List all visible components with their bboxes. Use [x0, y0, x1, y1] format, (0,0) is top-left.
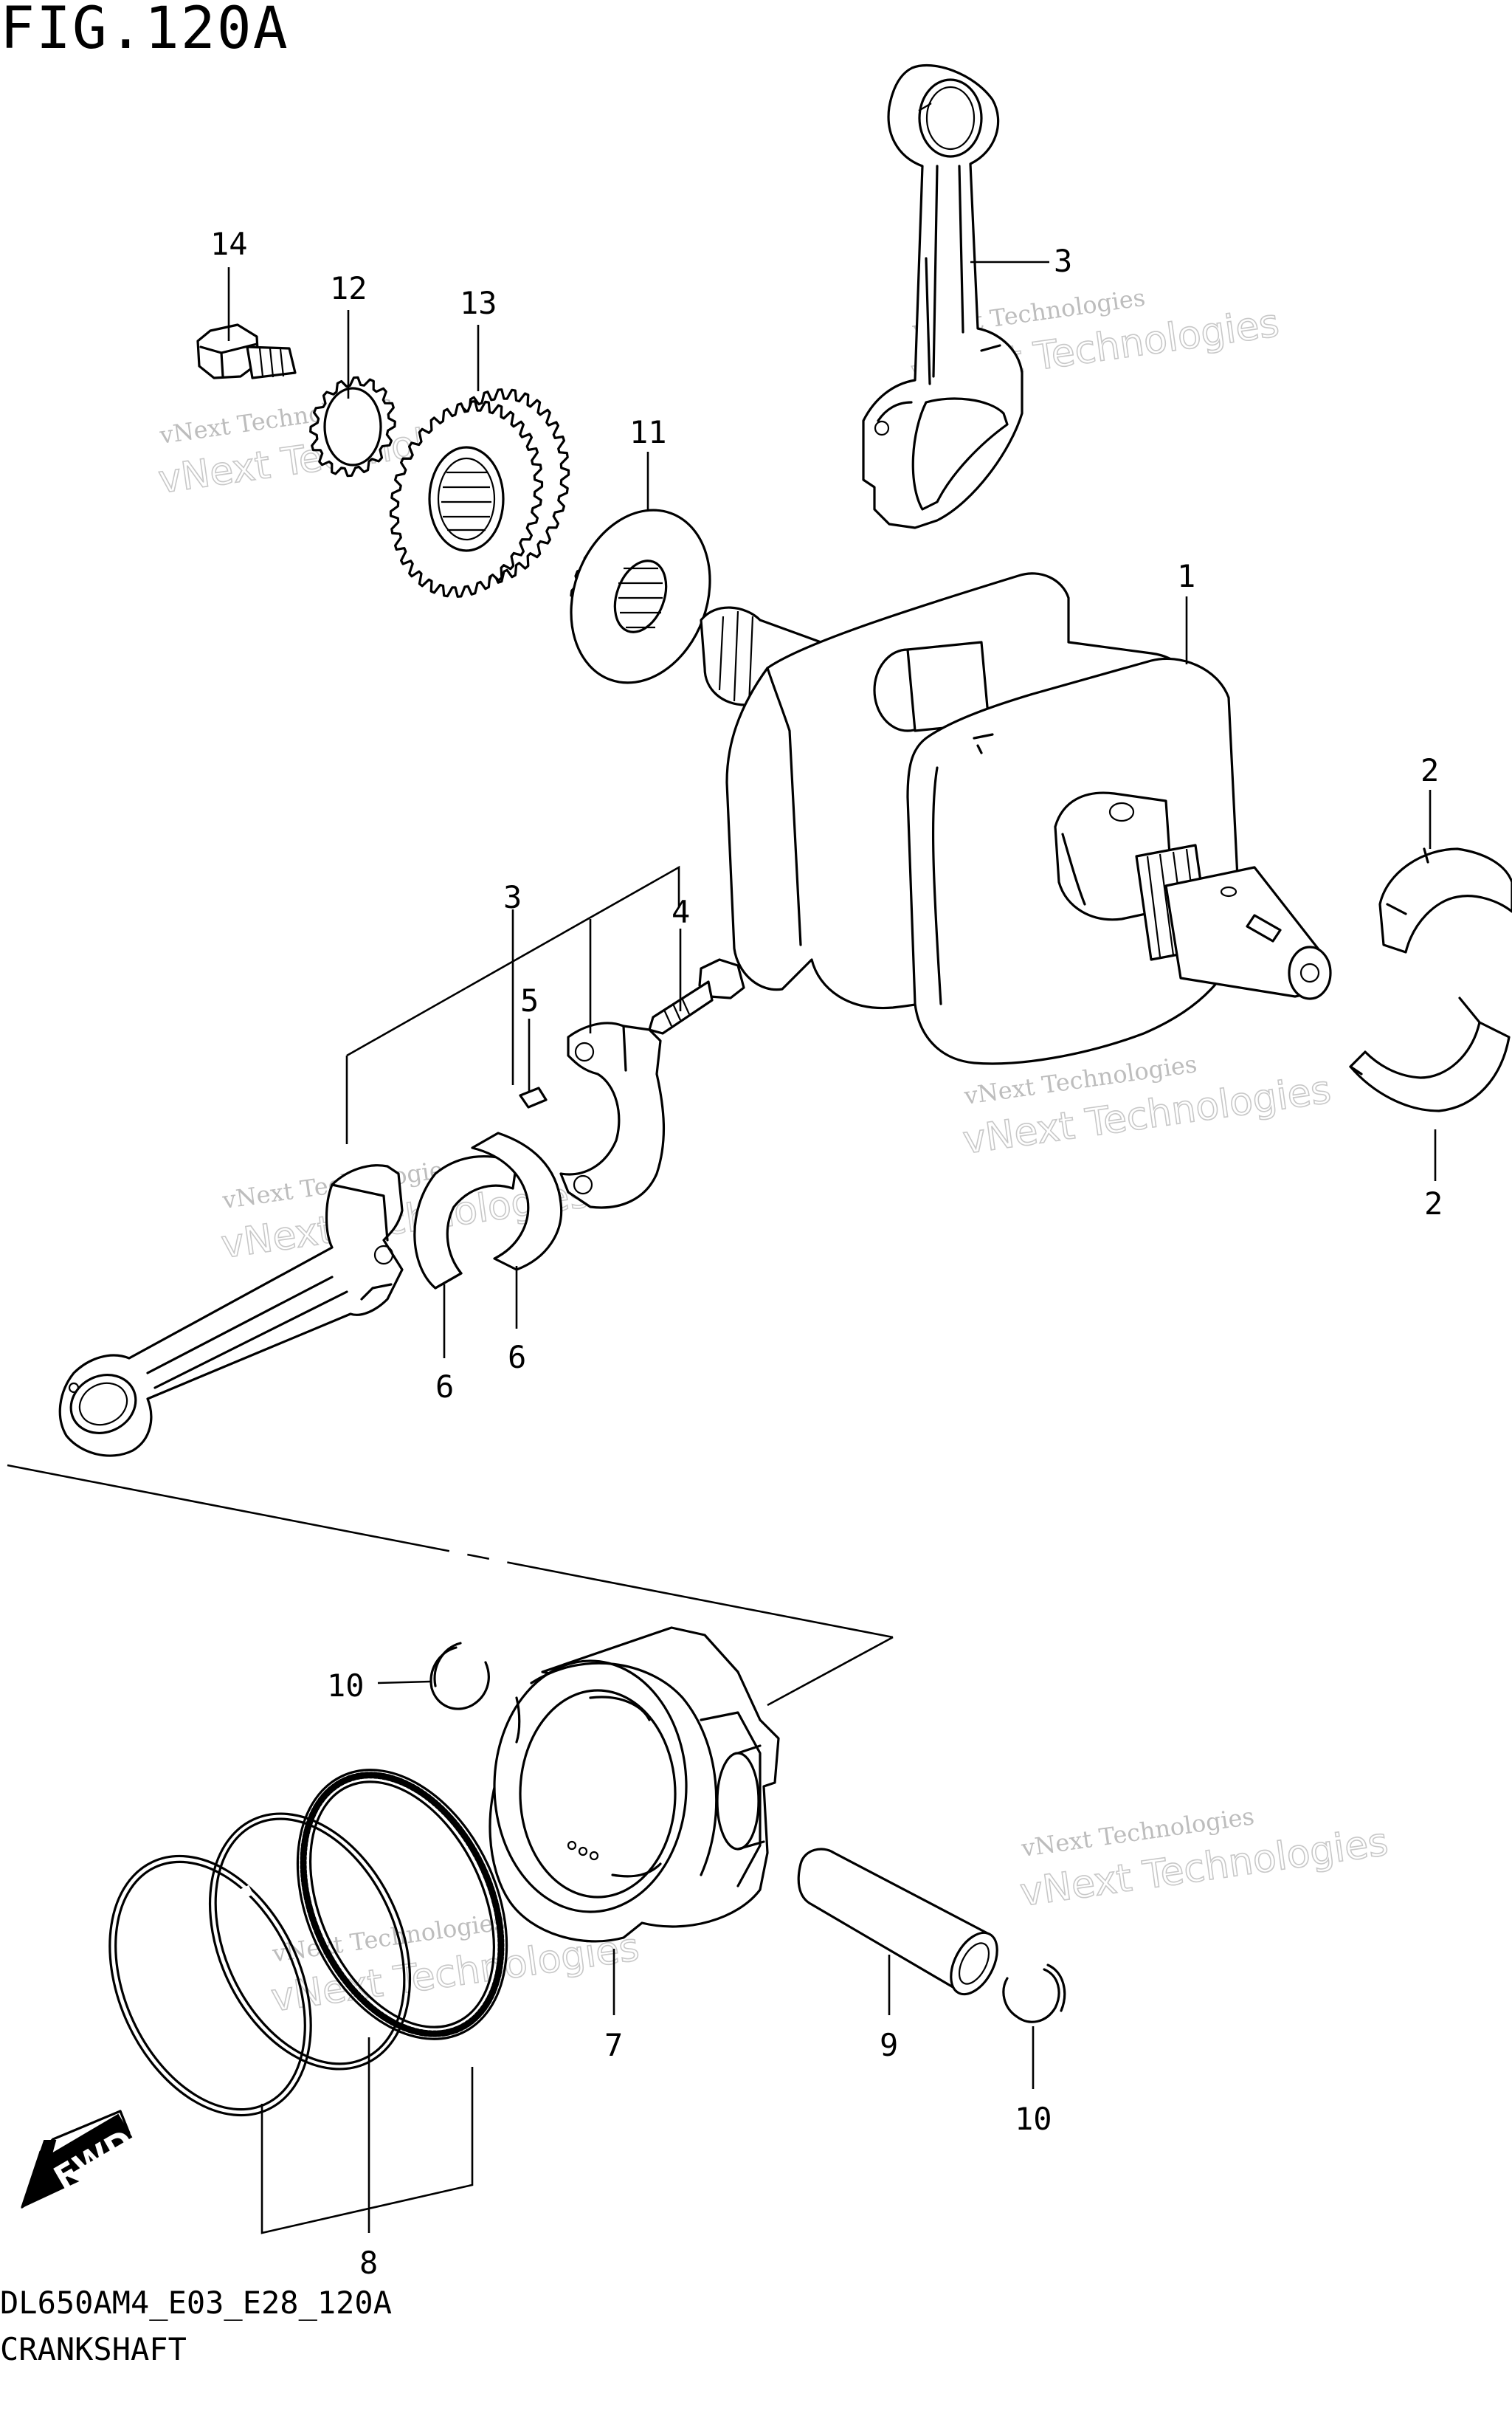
part-11-washer[interactable] — [548, 490, 733, 702]
callout-13: 13 — [460, 285, 497, 321]
part-2-crankshaft-bearing-lower[interactable] — [1349, 997, 1511, 1112]
callout-5: 5 — [520, 982, 539, 1019]
callout-7: 7 — [604, 2027, 623, 2063]
callout-9: 9 — [880, 2027, 898, 2063]
callout-1: 1 — [1177, 558, 1195, 594]
callout-2-lower: 2 — [1424, 1185, 1443, 1222]
callout-3-lower: 3 — [503, 879, 522, 915]
part-8-piston-ring-set[interactable] — [70, 1736, 548, 2148]
part-4-conrod-bolt[interactable] — [648, 958, 745, 1035]
callout-12: 12 — [330, 270, 367, 306]
callout-14: 14 — [210, 226, 248, 262]
callout-10-right: 10 — [1015, 2101, 1052, 2137]
part-13-drive-gear[interactable] — [389, 388, 570, 598]
callout-6-right: 6 — [508, 1339, 526, 1375]
callout-4: 4 — [672, 894, 690, 930]
part-14-bolt[interactable] — [196, 323, 297, 379]
part-3-conrod-cap[interactable] — [559, 1022, 666, 1209]
callout-2-upper: 2 — [1420, 752, 1439, 788]
part-2-crankshaft-bearing-upper[interactable] — [1378, 847, 1512, 954]
part-3-connecting-rod-top[interactable] — [862, 63, 1023, 529]
part-3-connecting-rod-lower[interactable] — [58, 1164, 404, 1457]
section-name: CRANKSHAFT — [0, 2331, 187, 2367]
callout-3-top: 3 — [1054, 243, 1072, 279]
leader-lines — [7, 261, 1437, 2234]
model-code: DL650AM4_E03_E28_120A — [0, 2285, 393, 2321]
callout-6-left: 6 — [435, 1369, 454, 1405]
part-12-sprocket-gear[interactable] — [309, 376, 396, 478]
callout-10-left: 10 — [327, 1668, 365, 1704]
part-5-pin[interactable] — [519, 1087, 548, 1109]
callout-labels: 14 12 13 11 3 1 2 2 3 4 5 6 6 10 7 9 10 … — [210, 226, 1443, 2281]
part-6-conrod-bearing-left[interactable] — [413, 1155, 518, 1290]
callout-8: 8 — [359, 2245, 378, 2281]
part-7-piston[interactable] — [489, 1626, 780, 1943]
part-1-crankshaft[interactable] — [700, 572, 1332, 1065]
callout-11: 11 — [629, 414, 667, 450]
part-10-circlip-right[interactable] — [1002, 1964, 1066, 2023]
figure-title: FIG.120A — [0, 0, 289, 62]
part-9-piston-pin[interactable] — [797, 1848, 1007, 2002]
part-10-circlip-left[interactable] — [429, 1642, 490, 1710]
fwd-arrow-icon: FWD — [21, 2110, 140, 2209]
